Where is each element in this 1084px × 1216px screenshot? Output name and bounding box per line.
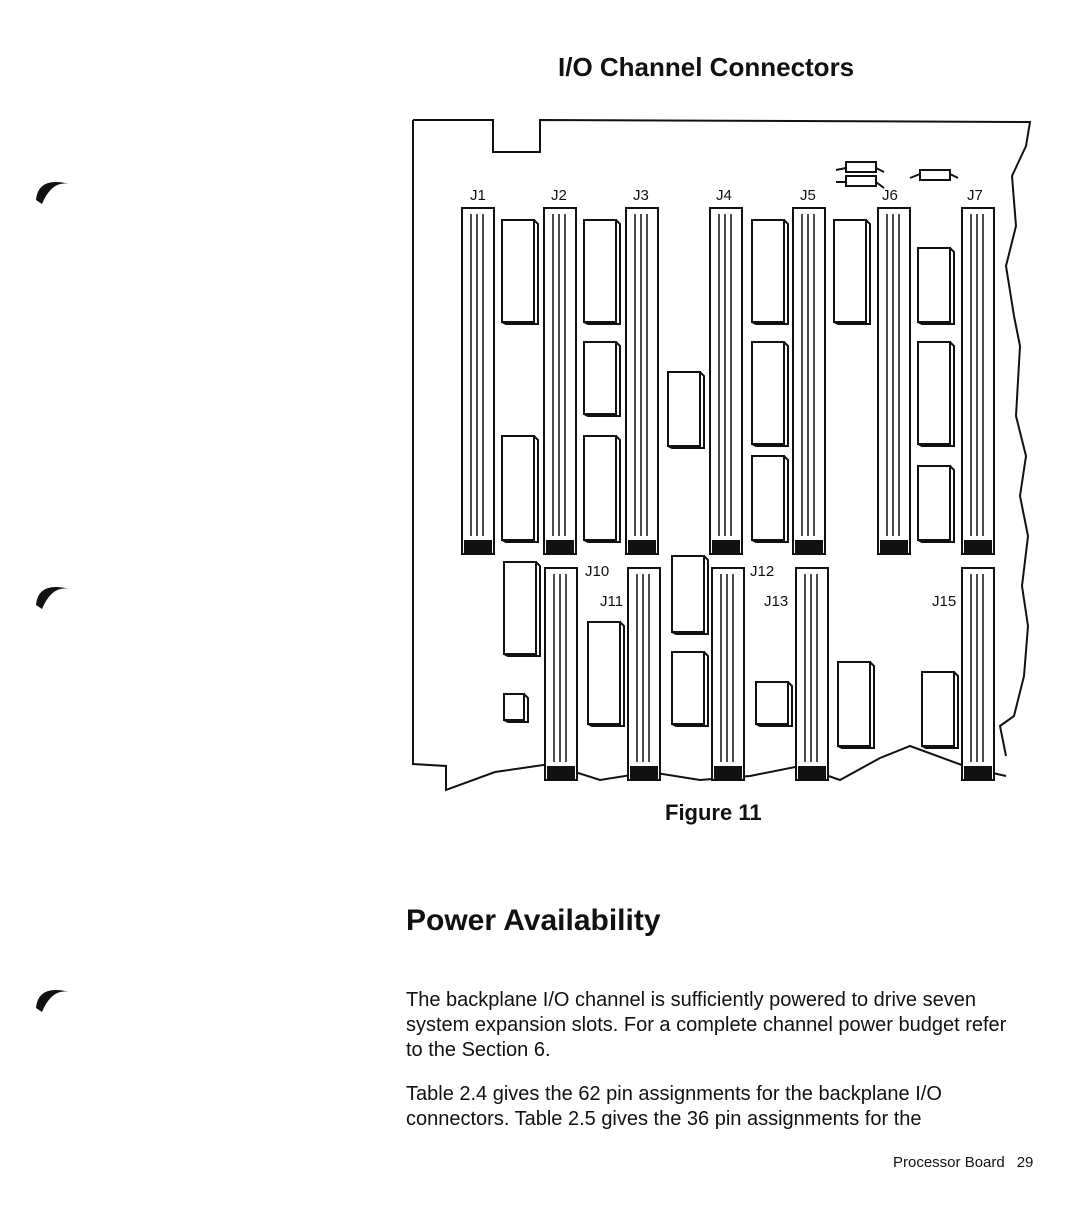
connector-slot	[795, 567, 829, 781]
chip-shadow	[583, 341, 621, 417]
connector-slot-base	[628, 540, 656, 554]
chip	[751, 219, 785, 323]
connector-slot	[543, 207, 577, 555]
page-footer: Processor Board 29	[893, 1154, 1033, 1171]
connector-slot	[625, 207, 659, 555]
chip-shadow	[501, 435, 539, 543]
connector-slot-base	[464, 540, 492, 554]
chip-shadow	[583, 435, 621, 543]
chip-shadow	[503, 561, 541, 657]
connector-slot	[961, 207, 995, 555]
chip-shadow	[833, 219, 871, 325]
connector-label: J7	[967, 187, 983, 204]
chip	[587, 621, 621, 725]
chip	[583, 435, 617, 541]
connector-label: J3	[633, 187, 649, 204]
section-heading: Power Availability	[406, 904, 661, 937]
chip-shadow	[587, 621, 625, 727]
chip	[501, 435, 535, 541]
chip-shadow	[751, 219, 789, 325]
chip-shadow	[755, 681, 793, 727]
connector-slot	[544, 567, 578, 781]
chip	[921, 671, 955, 747]
punch-hole-mark	[36, 990, 70, 1012]
connector-slot-base	[547, 766, 575, 780]
chip	[671, 555, 705, 633]
connector-slot-base	[630, 766, 658, 780]
chip	[751, 455, 785, 541]
chip	[837, 661, 871, 747]
connector-label: J10	[585, 563, 609, 580]
connector-slot	[961, 567, 995, 781]
connector-label: J15	[932, 593, 956, 610]
connector-slot	[709, 207, 743, 555]
chip-shadow	[671, 651, 709, 727]
body-paragraph: The backplane I/O channel is sufficientl…	[406, 989, 1007, 1061]
connector-slot-base	[795, 540, 823, 554]
page-number: 29	[1016, 1154, 1034, 1171]
connector-slot	[711, 567, 745, 781]
small-component	[919, 169, 951, 181]
connector-label: J1	[470, 187, 486, 204]
connector-slot-base	[714, 766, 742, 780]
small-component	[845, 161, 877, 173]
connector-slot-base	[880, 540, 908, 554]
chip	[755, 681, 789, 725]
chip-shadow	[671, 555, 709, 635]
connector-label: J4	[716, 187, 732, 204]
chip	[833, 219, 867, 323]
board-outline	[412, 120, 1007, 792]
chip-shadow	[667, 371, 705, 449]
connector-label: J2	[551, 187, 567, 204]
chip-shadow	[837, 661, 875, 749]
figure-caption: Figure 11	[665, 800, 762, 825]
connector-slot-base	[712, 540, 740, 554]
chip-shadow	[921, 671, 959, 749]
connector-slot-base	[964, 766, 992, 780]
chip	[583, 341, 617, 415]
chip-shadow	[503, 693, 529, 723]
chip-shadow	[917, 247, 955, 325]
connector-label: J13	[764, 593, 788, 610]
chip	[917, 341, 951, 445]
connector-slot-base	[964, 540, 992, 554]
footer-section-name: Processor Board	[893, 1154, 1005, 1171]
chip-shadow	[751, 455, 789, 543]
chip-shadow	[751, 341, 789, 447]
connector-slot	[627, 567, 661, 781]
small-component	[845, 175, 877, 187]
chip-shadow	[501, 219, 539, 325]
chip	[583, 219, 617, 323]
connector-slot-base	[798, 766, 826, 780]
body-paragraph: Table 2.4 gives the 62 pin assignments f…	[406, 1083, 942, 1130]
punch-hole-mark	[36, 182, 70, 204]
connector-label: J6	[882, 187, 898, 204]
chip	[917, 465, 951, 541]
connector-label: J12	[750, 563, 774, 580]
chip-shadow	[917, 465, 955, 543]
connector-slot	[877, 207, 911, 555]
chip	[667, 371, 701, 447]
connector-slot	[461, 207, 495, 555]
chip	[503, 693, 525, 721]
chip	[917, 247, 951, 323]
connector-label: J11	[600, 593, 623, 610]
connector-slot-base	[546, 540, 574, 554]
figure-title: I/O Channel Connectors	[558, 52, 855, 82]
chip-shadow	[917, 341, 955, 447]
chip	[671, 651, 705, 725]
chip	[751, 341, 785, 445]
chip	[501, 219, 535, 323]
chip-shadow	[583, 219, 621, 325]
punch-hole-mark	[36, 587, 70, 609]
board-outline	[413, 118, 1032, 757]
connector-slot	[792, 207, 826, 555]
chip	[503, 561, 537, 655]
connector-label: J5	[800, 187, 816, 204]
